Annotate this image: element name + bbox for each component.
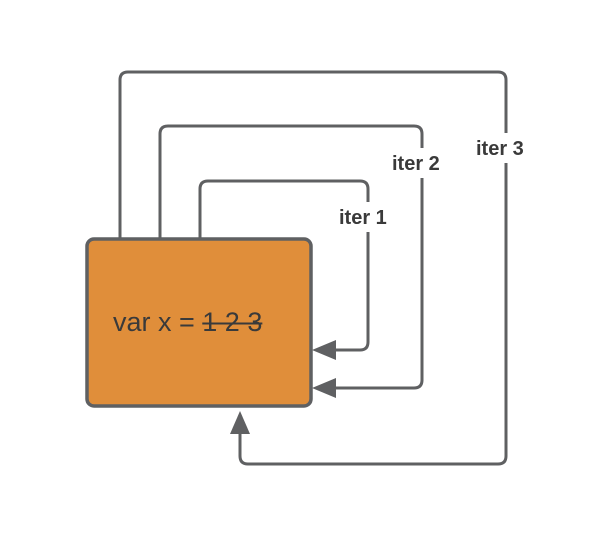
loop-line-iter-2: [158, 124, 424, 390]
arrow-head-iter-2: [312, 378, 336, 398]
loop-line-iter-1: [198, 179, 370, 352]
arrow-head-iter-3: [230, 411, 250, 434]
iter-3-label-bg: [474, 133, 538, 163]
variable-box-label: var x = 1 2 3: [113, 307, 262, 337]
iter-2-label-bg: [390, 148, 454, 178]
iter-1-label-bg: [336, 202, 400, 232]
iter-1-label: iter 1: [339, 207, 387, 229]
iter-2-label: iter 2: [392, 153, 440, 175]
struck-values: 1 2 3: [202, 307, 262, 337]
iter-3-label: iter 3: [476, 138, 524, 160]
variable-declaration: var x =: [113, 307, 202, 337]
variable-box: [85, 237, 313, 408]
loop-line-iter-3: [118, 70, 508, 466]
arrow-head-iter-1: [312, 340, 336, 360]
